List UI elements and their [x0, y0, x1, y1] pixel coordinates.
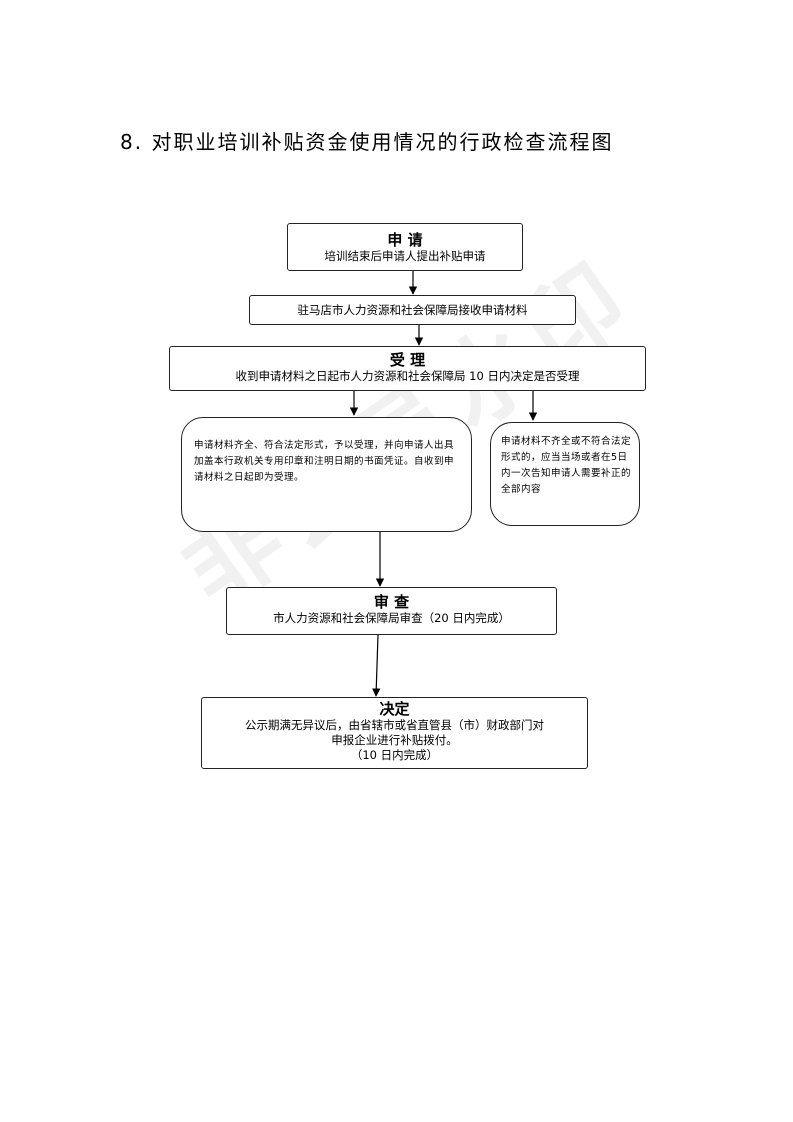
node-accept-text: 收到申请材料之日起市人力资源和社会保障局 10 日内决定是否受理	[235, 369, 580, 383]
node-decision: 决定 公示期满无异议后，由省辖市或省直管县（市）财政部门对 申报企业进行补贴拨付…	[201, 697, 588, 769]
node-decision-line2: 申报企业进行补贴拨付。	[331, 733, 458, 747]
node-receive: 驻马店市人力资源和社会保障局接收申请材料	[249, 295, 576, 325]
node-incomplete: 申请材料不齐全或不符合法定形式的，应当当场或者在5日内一次告知申请人需要补正的全…	[490, 422, 640, 526]
node-decision-line1: 公示期满无异议后，由省辖市或省直管县（市）财政部门对	[245, 718, 544, 732]
node-receive-text: 驻马店市人力资源和社会保障局接收申请材料	[297, 303, 528, 317]
node-apply-text: 培训结束后申请人提出补贴申请	[324, 249, 486, 263]
node-complete: 申请材料齐全、符合法定形式，予以受理，并向申请人出具加盖本行政机关专用印章和注明…	[181, 417, 472, 532]
node-decision-line3: （10 日内完成）	[350, 748, 439, 762]
page-title: 8. 对职业培训补贴资金使用情况的行政检查流程图	[120, 130, 614, 154]
node-apply-heading: 申 请	[387, 231, 423, 249]
node-decision-heading: 决定	[379, 700, 410, 718]
node-accept-heading: 受 理	[389, 351, 426, 369]
node-review-heading: 审 查	[373, 593, 410, 611]
node-apply: 申 请 培训结束后申请人提出补贴申请	[287, 223, 523, 271]
node-incomplete-text: 申请材料不齐全或不符合法定形式的，应当当场或者在5日内一次告知申请人需要补正的全…	[501, 436, 632, 495]
arrow-review-to-decision	[372, 634, 381, 697]
node-complete-text: 申请材料齐全、符合法定形式，予以受理，并向申请人出具加盖本行政机关专用印章和注明…	[194, 440, 455, 483]
node-review-text: 市人力资源和社会保障局审查（20 日内完成）	[273, 611, 510, 625]
node-accept: 受 理 收到申请材料之日起市人力资源和社会保障局 10 日内决定是否受理	[169, 346, 646, 391]
node-review: 审 查 市人力资源和社会保障局审查（20 日内完成）	[226, 587, 557, 635]
